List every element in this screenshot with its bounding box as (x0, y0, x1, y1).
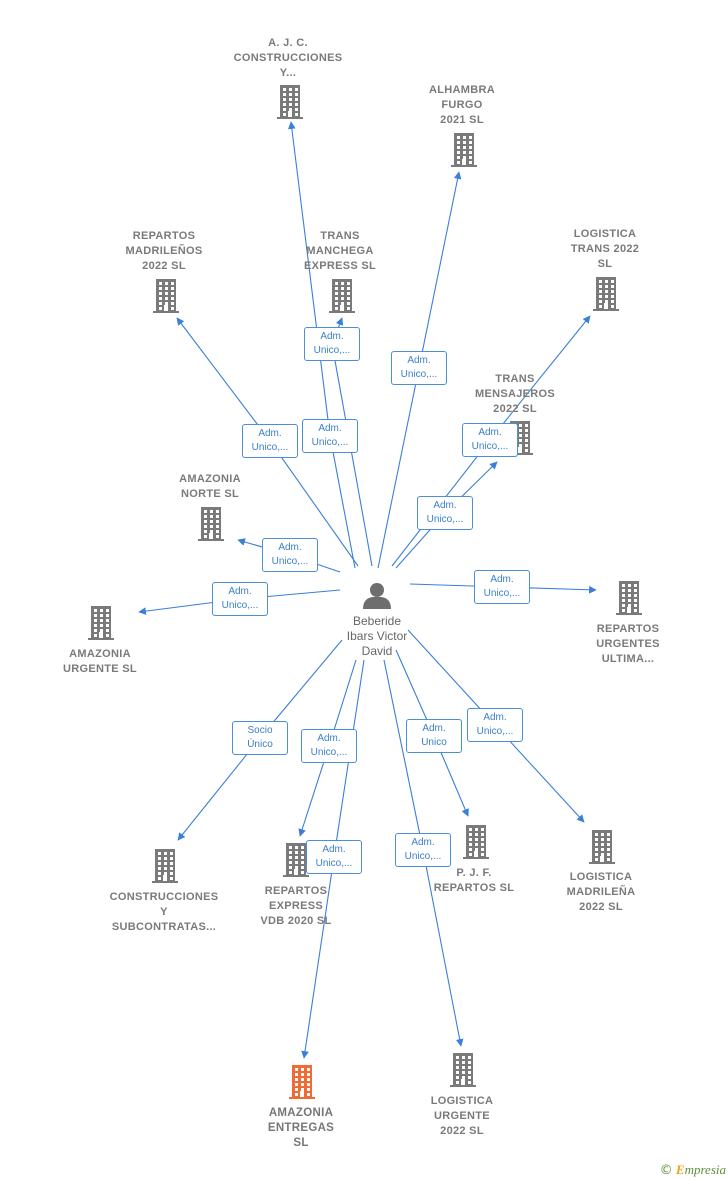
edge-role-label-trans_mensajeros: Adm. Unico,... (417, 496, 473, 530)
brand-footer: © Empresia (660, 1162, 726, 1178)
center-person-label[interactable]: Beberide Ibars Victor David (346, 614, 408, 658)
edge-role-label-ajc: Adm. Unico,... (302, 419, 358, 453)
edge-role-label-amazonia_urgente: Adm. Unico,... (212, 582, 268, 616)
edge-role-label-logistica_madrilena: Adm. Unico,... (467, 708, 523, 742)
edge-role-label-repartos_madrilenos: Adm. Unico,... (242, 424, 298, 458)
company-label-alhambra[interactable]: ALHAMBRA FURGO 2021 SL (429, 84, 495, 126)
company-label-pjf[interactable]: P. J. F. REPARTOS SL (433, 867, 515, 894)
edge-role-label-pjf: Adm. Unico (406, 719, 462, 753)
company-label-repartos_madrilenos[interactable]: REPARTOS MADRILEÑOS 2022 SL (125, 230, 203, 272)
company-label-trans_mensajeros[interactable]: TRANS MENSAJEROS 2022 SL (474, 373, 556, 415)
edge-role-label-amazonia_norte: Adm. Unico,... (262, 538, 318, 572)
edge-role-label-logistica_urgente: Adm. Unico,... (395, 833, 451, 867)
nodes-layer (88, 85, 642, 1099)
copyright-symbol: © (659, 1163, 673, 1178)
building-icon[interactable] (153, 279, 179, 313)
building-icon[interactable] (463, 825, 489, 859)
edge-role-label-construcciones: Socio Único (232, 721, 288, 755)
building-icon[interactable] (329, 279, 355, 313)
company-label-logistica_madrilena[interactable]: LOGISTICA MADRILEÑA 2022 SL (566, 871, 636, 913)
building-icon[interactable] (450, 1053, 476, 1087)
building-icon[interactable] (277, 85, 303, 119)
company-label-ajc[interactable]: A. J. C. CONSTRUCCIONES Y... (233, 37, 343, 79)
building-icon[interactable] (283, 843, 309, 877)
company-label-construcciones[interactable]: CONSTRUCCIONES Y SUBCONTRATAS... (109, 891, 219, 933)
edge-role-label-logistica_trans: Adm. Unico,... (462, 423, 518, 457)
building-icon[interactable] (289, 1065, 315, 1099)
building-icon[interactable] (451, 133, 477, 167)
company-label-trans_manchega[interactable]: TRANS MANCHEGA EXPRESS SL (303, 230, 377, 272)
edge-role-label-alhambra: Adm. Unico,... (391, 351, 447, 385)
company-label-amazonia_urgente[interactable]: AMAZONIA URGENTE SL (63, 648, 137, 675)
company-label-amazonia_norte[interactable]: AMAZONIA NORTE SL (179, 473, 241, 500)
edge-role-label-trans_manchega: Adm. Unico,... (304, 327, 360, 361)
company-label-repartos_urgentes[interactable]: REPARTOS URGENTES ULTIMA... (596, 623, 660, 665)
building-icon[interactable] (198, 507, 224, 541)
person-icon[interactable] (363, 583, 391, 609)
company-label-amazonia_entregas[interactable]: AMAZONIA ENTREGAS SL (267, 1107, 335, 1149)
brand-initial: E (675, 1162, 685, 1177)
edge-role-label-repartos_express: Adm. Unico,... (301, 729, 357, 763)
edge-role-label-amazonia_entregas: Adm. Unico,... (306, 840, 362, 874)
building-icon[interactable] (589, 830, 615, 864)
brand-name: mpresia (684, 1162, 726, 1177)
company-label-repartos_express[interactable]: REPARTOS EXPRESS VDB 2020 SL (260, 885, 332, 927)
edge-role-label-repartos_urgentes: Adm. Unico,... (474, 570, 530, 604)
building-icon[interactable] (88, 606, 114, 640)
company-label-logistica_trans[interactable]: LOGISTICA TRANS 2022 SL (570, 228, 640, 270)
company-label-logistica_urgente[interactable]: LOGISTICA URGENTE 2022 SL (430, 1095, 494, 1137)
building-icon[interactable] (152, 849, 178, 883)
building-icon[interactable] (593, 277, 619, 311)
building-icon[interactable] (616, 581, 642, 615)
